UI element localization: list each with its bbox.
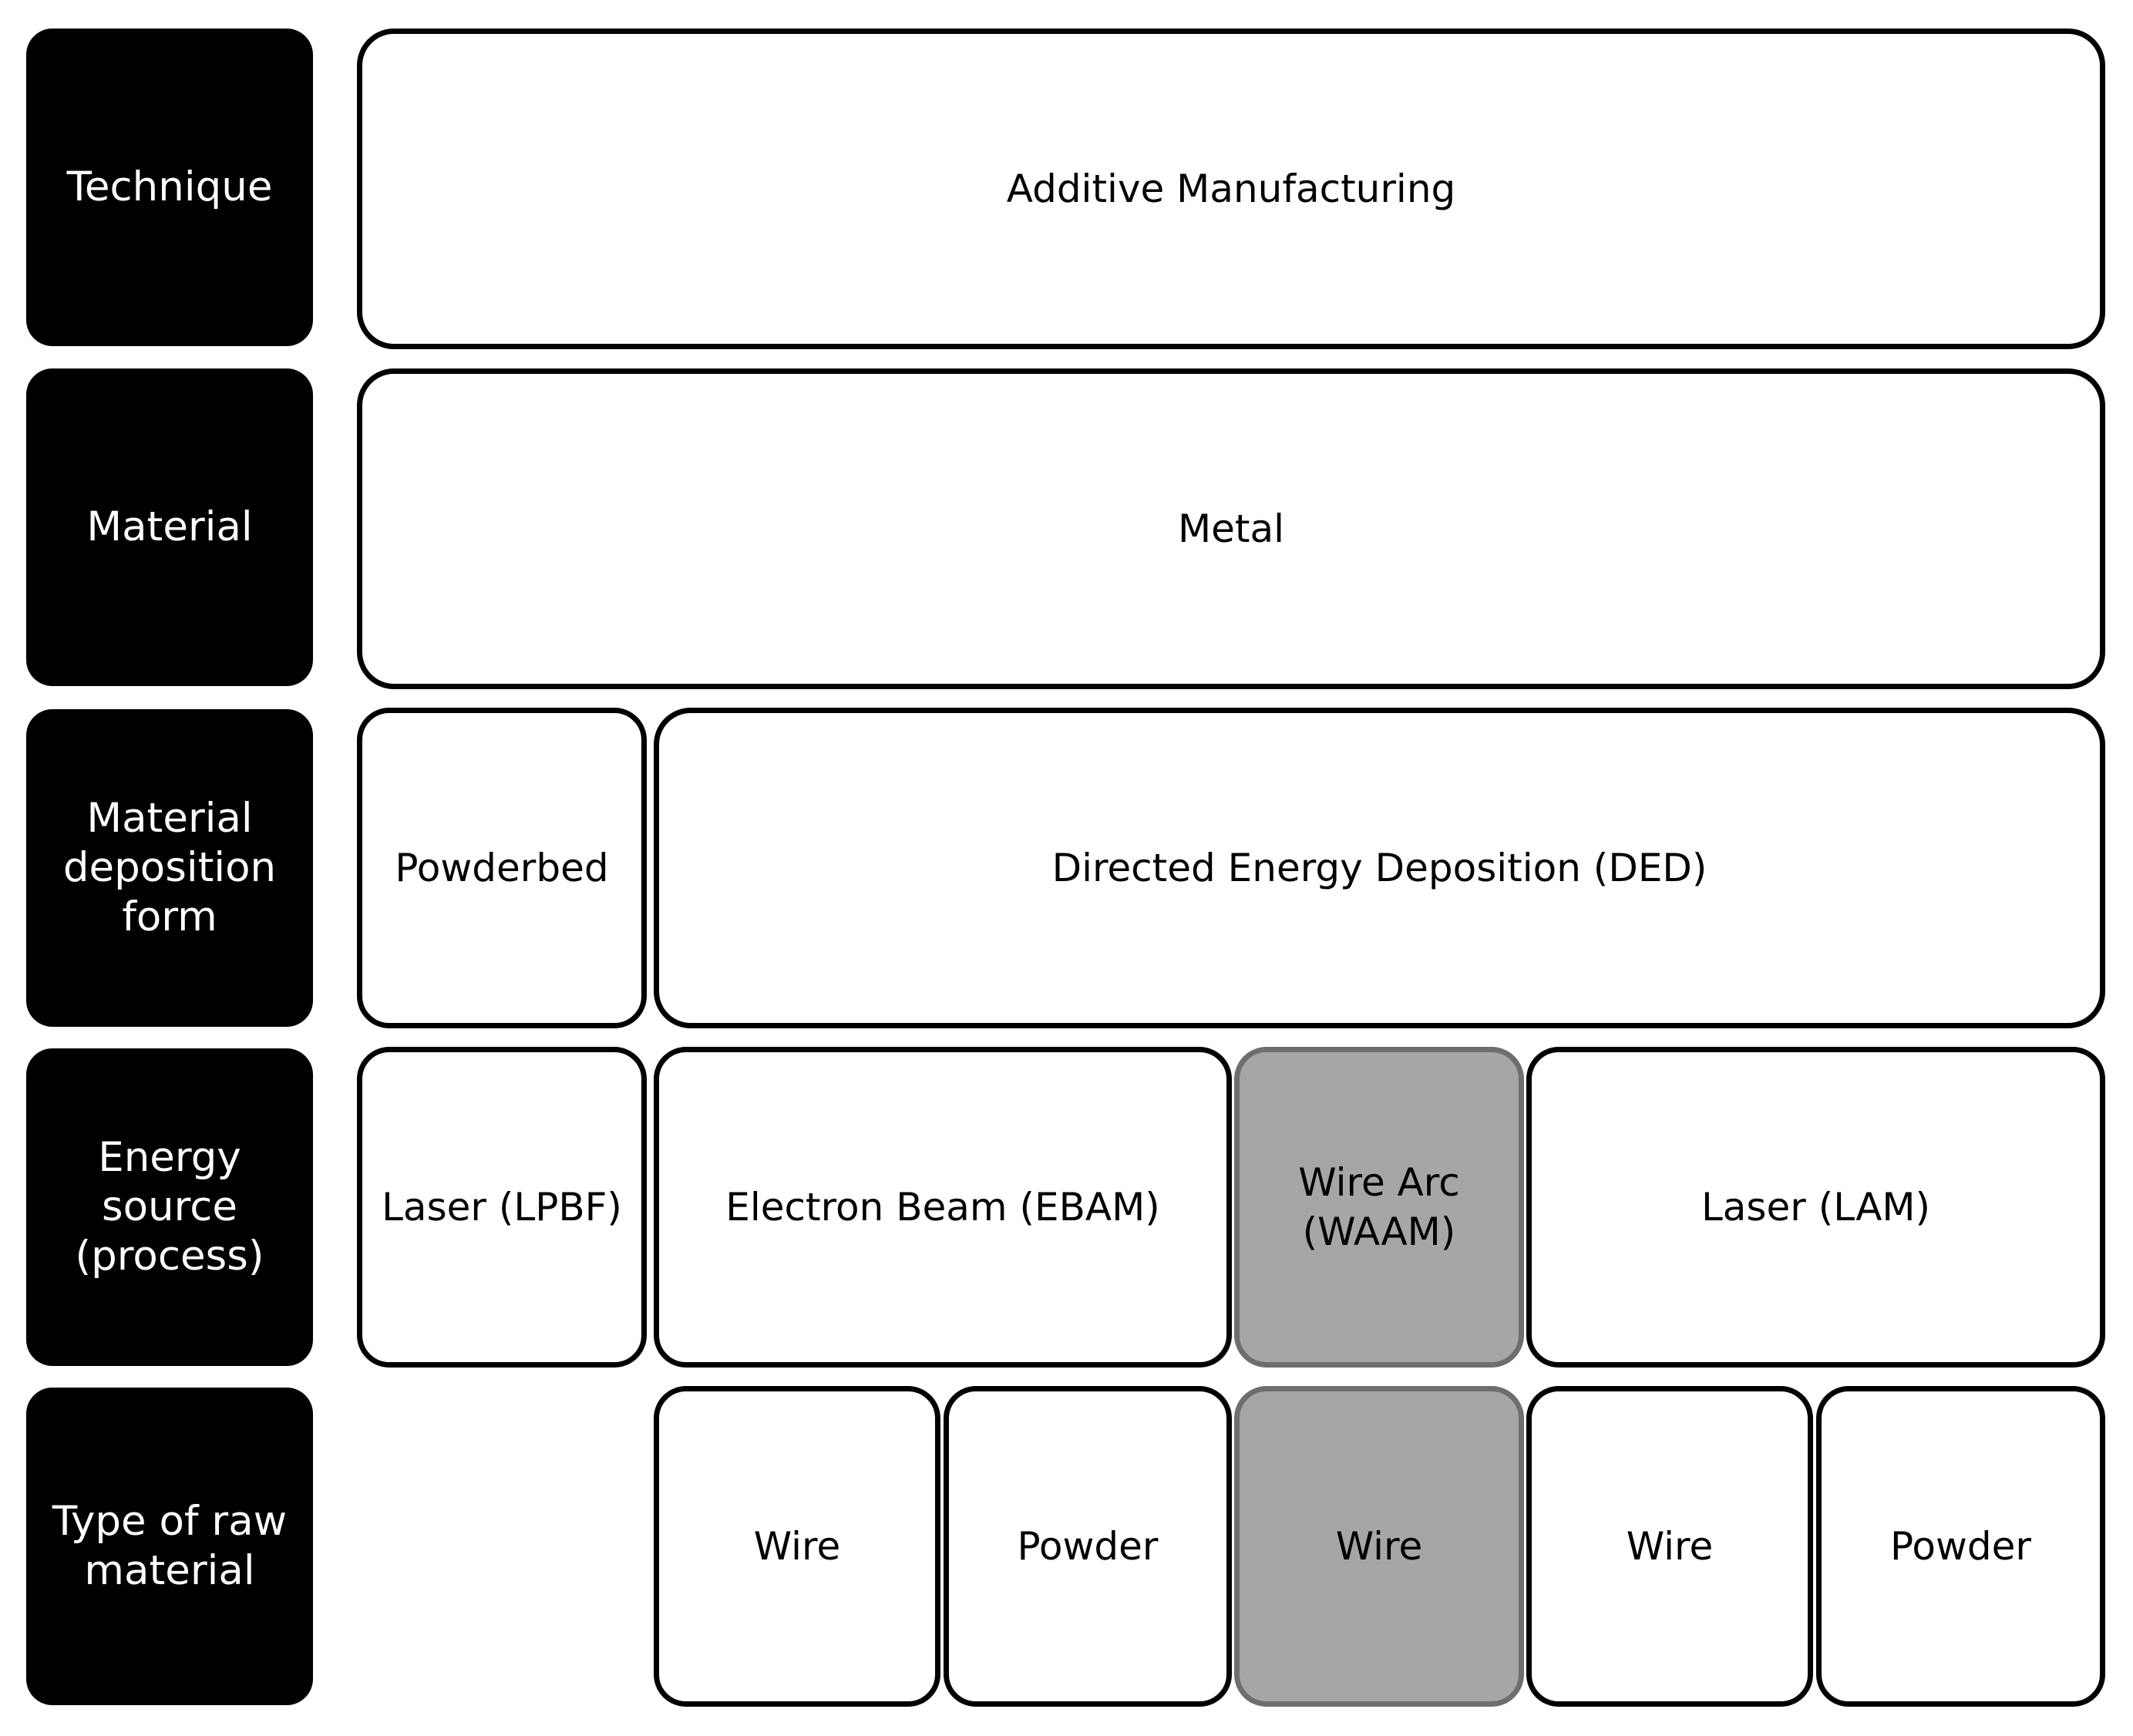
node-ded: Directed Energy Deposition (DED) (654, 708, 2105, 1028)
node-lam-wire: Wire (1526, 1386, 1813, 1707)
node-ebam-wire: Wire (654, 1386, 940, 1707)
row-label-raw-material: Type of raw material (26, 1388, 313, 1705)
node-wire-arc-waam: Wire Arc (WAAM) (1234, 1047, 1524, 1368)
node-electron-beam-ebam: Electron Beam (EBAM) (654, 1047, 1232, 1368)
row-label-material: Material (26, 368, 313, 686)
node-laser-lpbf: Laser (LPBF) (357, 1047, 647, 1368)
row-label-technique: Technique (26, 29, 313, 346)
row-label-deposition-form: Material deposition form (26, 709, 313, 1027)
node-powderbed: Powderbed (357, 708, 647, 1028)
row-label-energy-source: Energy source (process) (26, 1048, 313, 1366)
node-additive-manufacturing: Additive Manufacturing (357, 29, 2105, 349)
node-laser-lam: Laser (LAM) (1526, 1047, 2105, 1368)
node-ebam-powder: Powder (944, 1386, 1232, 1707)
node-waam-wire: Wire (1234, 1386, 1524, 1707)
node-lam-powder: Powder (1816, 1386, 2105, 1707)
node-metal: Metal (357, 368, 2105, 689)
